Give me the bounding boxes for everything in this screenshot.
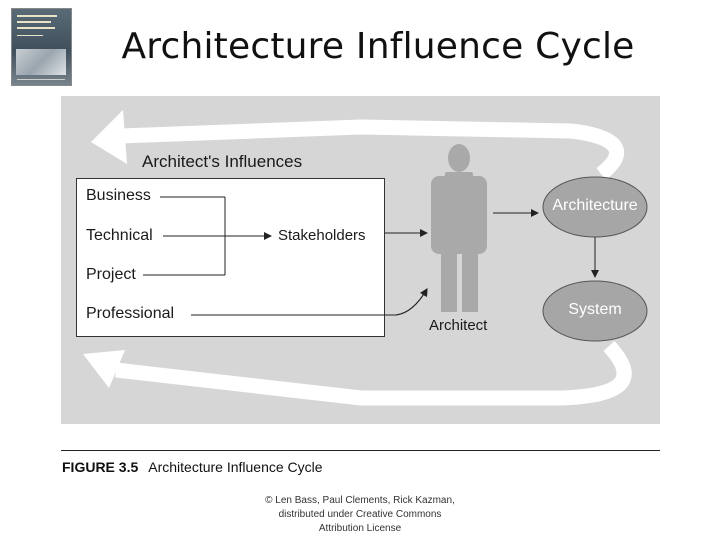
influence-cycle-figure: Architect's Influences Business Technica…	[61, 96, 660, 424]
cycle-arrow-top	[120, 119, 624, 180]
influence-business: Business	[86, 187, 151, 204]
figure-caption-text: Architecture Influence Cycle	[148, 459, 323, 475]
architect-figure	[431, 144, 487, 312]
slide-title: Architecture Influence Cycle	[121, 26, 635, 67]
caption-rule	[61, 450, 660, 451]
cycle-arrowhead-top	[91, 110, 127, 164]
influence-professional: Professional	[86, 305, 175, 322]
book-cover-image	[11, 8, 72, 86]
architecture-label: Architecture	[552, 197, 638, 214]
influence-technical: Technical	[86, 227, 153, 244]
copyright-line-3: Attribution License	[318, 523, 402, 534]
cycle-arrowhead-bottom	[83, 350, 125, 388]
copyright-line-2: distributed under Creative Commons	[278, 509, 442, 520]
system-label: System	[568, 301, 622, 318]
stakeholders-label: Stakeholders	[278, 227, 366, 244]
figure-number: FIGURE 3.5	[62, 459, 139, 475]
architect-label: Architect	[429, 317, 488, 334]
copyright-notice: © Len Bass, Paul Clements, Rick Kazman, …	[250, 494, 470, 536]
system-ellipse	[542, 280, 648, 342]
figure-caption: FIGURE 3.5 Architecture Influence Cycle	[62, 459, 323, 475]
influences-heading: Architect's Influences	[142, 152, 303, 171]
cycle-arrow-bottom	[115, 340, 632, 406]
diagram-graphics	[83, 110, 648, 406]
copyright-line-1: © Len Bass, Paul Clements, Rick Kazman,	[265, 495, 455, 506]
influence-project: Project	[86, 266, 136, 283]
